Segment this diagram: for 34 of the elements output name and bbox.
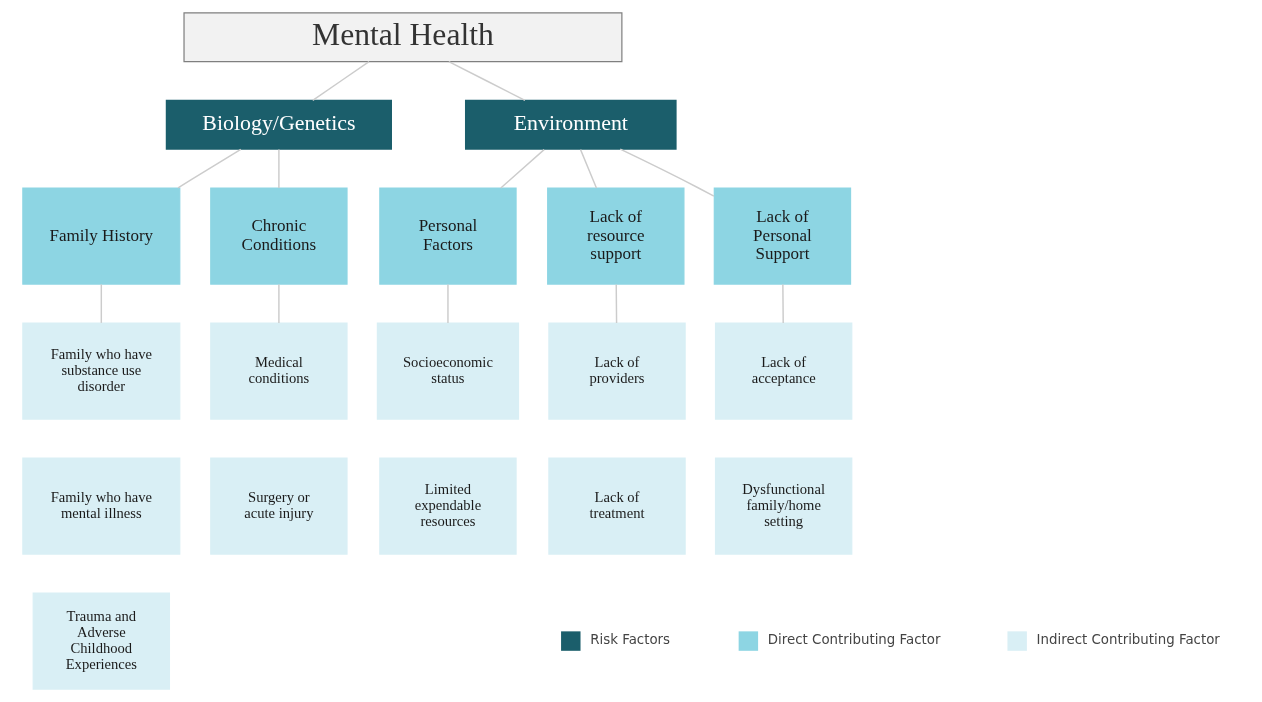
node-box: Socioeconomic status bbox=[376, 322, 520, 420]
connector bbox=[500, 148, 545, 189]
node-box: Lack of resource support bbox=[547, 187, 685, 285]
node-box: Trauma and Adverse Childhood Experiences bbox=[32, 592, 171, 690]
connector bbox=[579, 148, 598, 189]
connector bbox=[615, 283, 618, 324]
connector bbox=[619, 148, 715, 197]
node-box: Biology/Genetics bbox=[165, 99, 392, 150]
node-box: Surgery or acute injury bbox=[210, 457, 348, 555]
connector bbox=[447, 283, 449, 324]
connector bbox=[177, 148, 242, 189]
node-box: Environment bbox=[464, 99, 677, 150]
connector bbox=[278, 283, 280, 324]
connector bbox=[278, 148, 280, 189]
node-box: Family who have substance use disorder bbox=[22, 322, 181, 420]
node-box: Lack of providers bbox=[548, 322, 686, 420]
connector bbox=[782, 283, 784, 324]
node-box: Medical conditions bbox=[210, 322, 348, 420]
connector bbox=[100, 283, 103, 324]
legend-label: Risk Factors bbox=[590, 632, 671, 648]
legend-label: Direct Contributing Factor bbox=[767, 632, 941, 648]
legend-label: Indirect Contributing Factor bbox=[1036, 632, 1220, 648]
node-box: Family who have mental illness bbox=[22, 457, 181, 555]
node-box: Mental Health bbox=[183, 12, 623, 63]
node-box: Chronic Conditions bbox=[210, 187, 348, 285]
node-box: Lack of treatment bbox=[548, 457, 686, 555]
node-box: Personal Factors bbox=[379, 187, 517, 285]
node-box: Limited expendable resources bbox=[379, 457, 517, 555]
connector bbox=[448, 60, 526, 102]
connector bbox=[312, 60, 370, 102]
node-box: Lack of Personal Support bbox=[713, 187, 852, 285]
node-box: Lack of acceptance bbox=[714, 322, 853, 420]
node-box: Dysfunctional family/home setting bbox=[714, 457, 853, 555]
node-box: Family History bbox=[22, 187, 181, 285]
